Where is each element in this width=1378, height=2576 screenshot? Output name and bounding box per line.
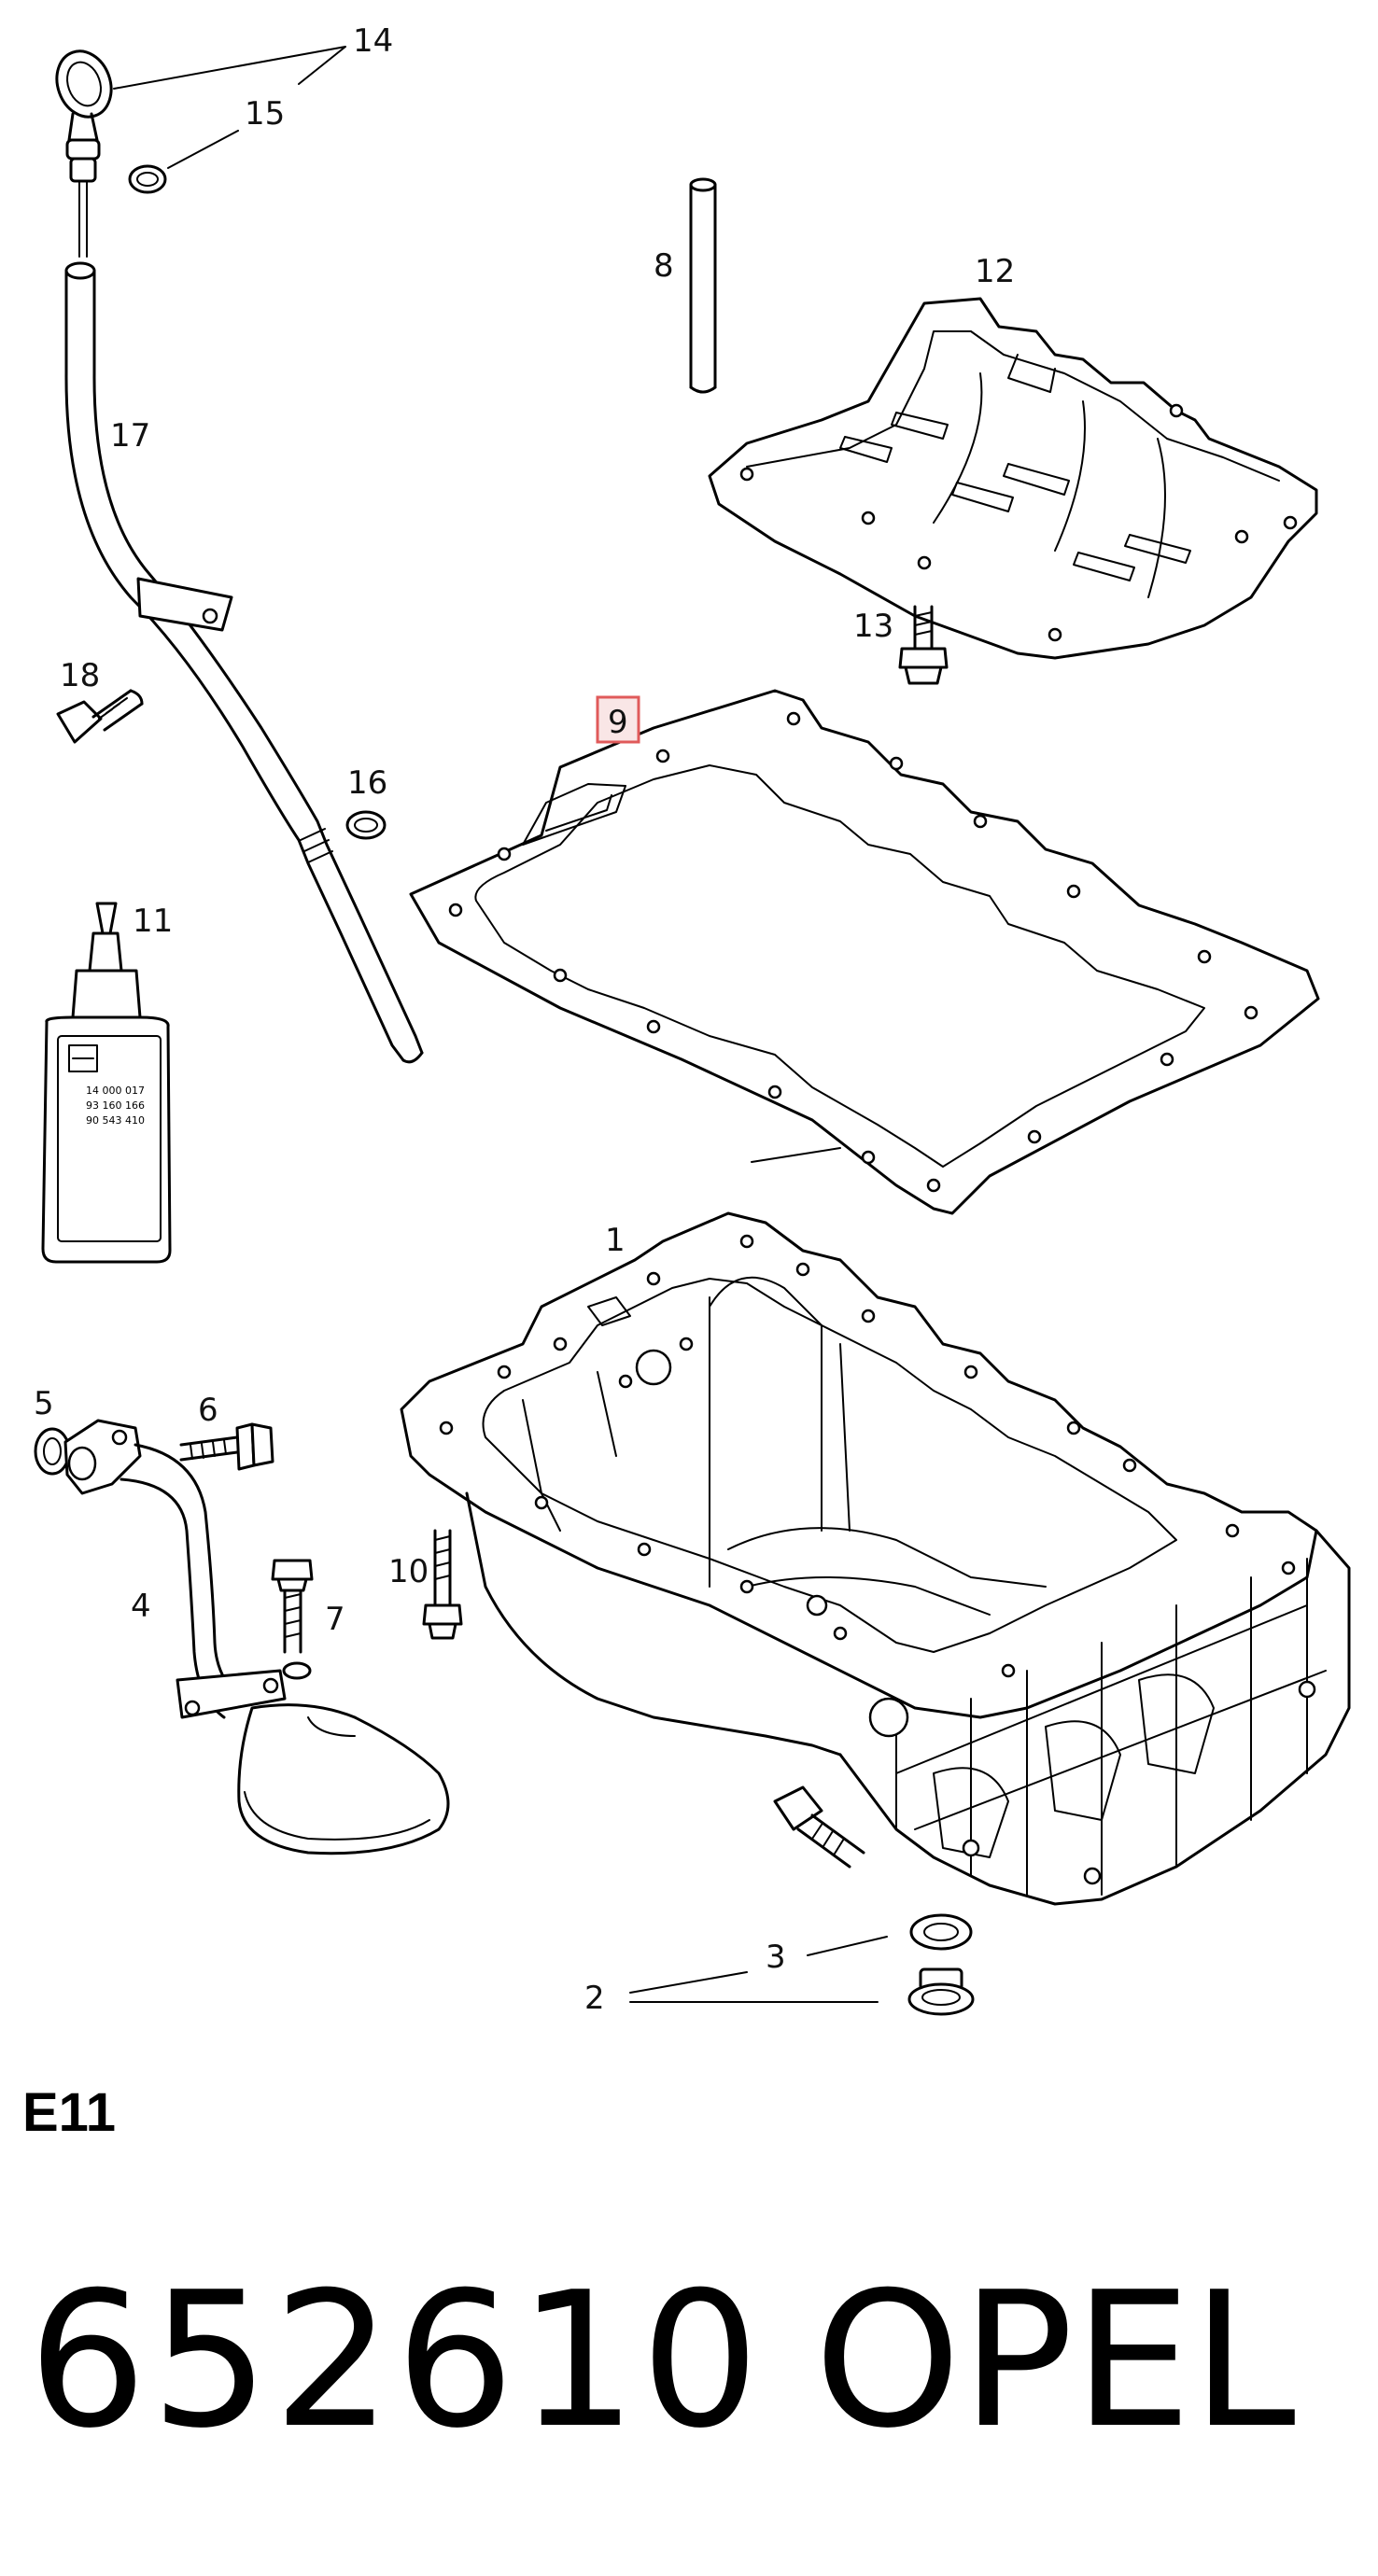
tube-8 [689, 177, 717, 394]
section-code: E11 [22, 2082, 116, 2143]
label-4: 4 [131, 1588, 151, 1625]
label-18: 18 [60, 657, 100, 694]
baffle-plate [708, 297, 1318, 660]
oil-pan [400, 1211, 1351, 1906]
bottle-label-line-3: 90 543 410 [86, 1114, 145, 1127]
drain-plug-and-seal [907, 1913, 975, 2016]
label-9: 9 [608, 704, 628, 741]
label-14: 14 [353, 22, 393, 60]
label-9-highlight [596, 695, 640, 744]
part-number: 652610 [28, 2252, 764, 2470]
part-labels: 1 2 3 4 5 6 7 8 9 10 11 12 13 14 15 16 1… [34, 22, 1015, 2017]
label-2: 2 [584, 1980, 605, 2017]
label-7: 7 [325, 1601, 345, 1638]
leader-lines [113, 46, 888, 2003]
label-11: 11 [133, 903, 173, 940]
label-12: 12 [975, 253, 1015, 290]
oil-pickup-assembly [34, 1419, 450, 1855]
dipstick-assembly [55, 49, 424, 1064]
label-10: 10 [388, 1553, 429, 1590]
brand-name: OPEL [814, 2252, 1296, 2470]
label-5: 5 [34, 1385, 54, 1422]
label-13: 13 [853, 608, 893, 645]
bolt-10 [422, 1529, 463, 1640]
bolt-pan-end [773, 1785, 865, 1869]
label-17: 17 [110, 417, 150, 455]
label-15: 15 [245, 95, 285, 133]
label-3: 3 [766, 1939, 786, 1976]
label-16: 16 [347, 764, 387, 802]
bolt-13 [898, 605, 949, 685]
label-6: 6 [198, 1392, 218, 1429]
bottle-label-line-1: 14 000 017 [86, 1085, 145, 1097]
sealant-bottle: 14 000 017 93 160 166 90 543 410 [41, 902, 172, 1264]
bottle-label-line-2: 93 160 166 [86, 1099, 145, 1112]
label-1: 1 [605, 1222, 626, 1259]
bolt-18 [56, 689, 144, 744]
oil-pan-gasket [409, 689, 1320, 1215]
label-8: 8 [654, 247, 674, 285]
